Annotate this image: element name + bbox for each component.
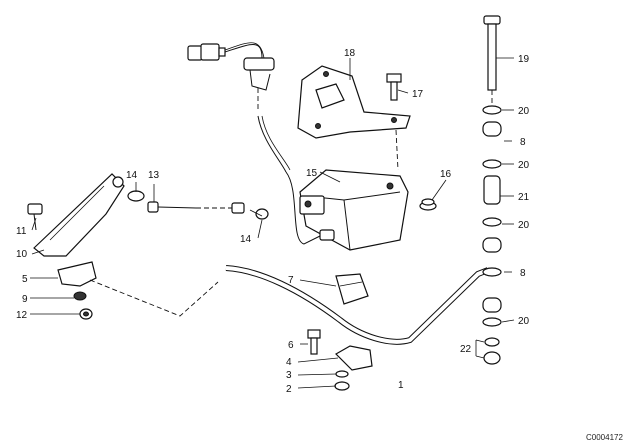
bracket	[297, 65, 411, 171]
callout-6: 6	[288, 340, 294, 351]
callout-12: 12	[16, 310, 28, 321]
callout-13: 13	[148, 170, 160, 181]
callout-9: 9	[22, 294, 28, 305]
callout-2: 2	[286, 384, 292, 395]
callout-14-lower: 14	[240, 234, 252, 245]
rubber-mount	[335, 273, 369, 305]
callout-17: 17	[412, 89, 424, 100]
bolt	[386, 73, 402, 101]
callout-14-upper: 14	[126, 170, 138, 181]
mount-bracket	[57, 261, 97, 320]
callout-20-b: 20	[518, 160, 530, 171]
connecting-rod	[127, 190, 269, 220]
callout-20-c: 20	[518, 220, 530, 231]
stabilizer-bar	[89, 265, 490, 345]
callout-1: 1	[398, 380, 404, 391]
diagram-reference-code: C0004172	[586, 433, 623, 442]
connector-cable	[187, 42, 291, 173]
grommet	[419, 198, 437, 211]
callout-7: 7	[288, 275, 294, 286]
callout-4: 4	[286, 357, 292, 368]
callout-21: 21	[518, 192, 530, 203]
actuator-unit	[285, 169, 409, 251]
callout-20-d: 20	[518, 316, 530, 327]
callout-11: 11	[16, 226, 27, 237]
callout-22: 22	[460, 344, 472, 355]
clamp-assembly	[307, 329, 373, 391]
lever	[27, 173, 125, 257]
callout-8-upper: 8	[520, 137, 526, 148]
leader-lines	[30, 57, 515, 389]
callout-10: 10	[16, 249, 28, 260]
callout-5: 5	[22, 274, 28, 285]
callout-19: 19	[518, 54, 530, 65]
callout-20-a: 20	[518, 106, 530, 117]
callout-8-lower: 8	[520, 268, 526, 279]
callout-3: 3	[286, 370, 292, 381]
link-bolt-stack	[482, 15, 502, 365]
callout-16: 16	[440, 169, 452, 180]
callout-18: 18	[344, 48, 356, 59]
callout-15: 15	[306, 168, 318, 179]
